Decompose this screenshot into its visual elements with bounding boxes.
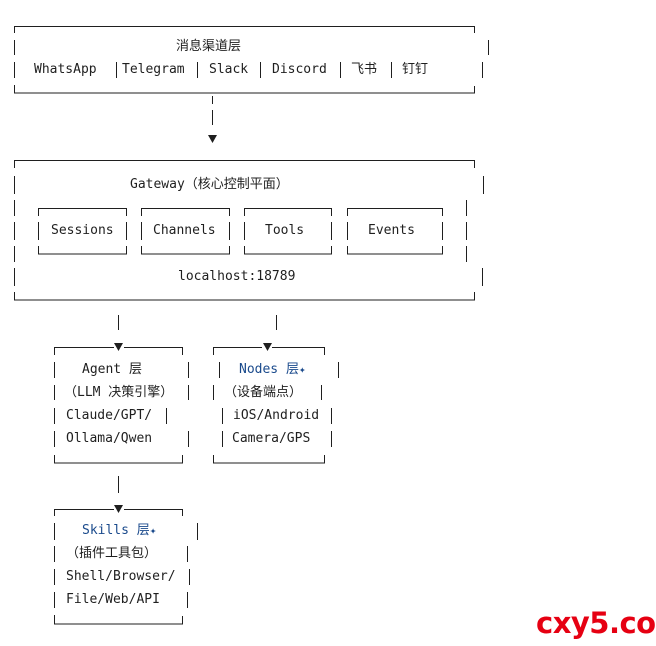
channel-discord: Discord (272, 62, 327, 77)
skills-subtitle: （插件工具包） (66, 546, 158, 561)
gateway-box (14, 160, 484, 301)
arrowhead (208, 135, 217, 143)
nodes-title-text: Nodes 层 (239, 362, 299, 377)
nodes-line-2: Camera/GPS (232, 431, 311, 446)
nodes-line-1: iOS/Android (233, 408, 320, 423)
agent-box (54, 347, 189, 464)
channel-feishu: 飞书 (351, 62, 378, 77)
gateway-module-channels: Channels (153, 223, 216, 238)
skills-box (54, 509, 198, 625)
skills-title: Skills 层✦ (82, 523, 156, 539)
nodes-subtitle: （设备端点） (224, 385, 303, 400)
channel-layer-title: 消息渠道层 (176, 39, 242, 54)
sparkle-icon: ✦ (149, 524, 157, 537)
gateway-module-tools: Tools (265, 223, 305, 238)
channel-whatsapp: WhatsApp (34, 62, 97, 77)
arrowhead (114, 343, 123, 351)
agent-line-2: Ollama/Qwen (66, 431, 153, 446)
channel-layer-box (14, 26, 489, 94)
skills-line-2: File/Web/API (66, 592, 160, 607)
skills-line-1: Shell/Browser/ (66, 569, 176, 584)
nodes-title: Nodes 层✦ (239, 362, 306, 378)
gateway-title: Gateway（核心控制平面） (130, 177, 289, 192)
agent-line-1: Claude/GPT/ (66, 408, 153, 423)
gateway-address: localhost:18789 (178, 269, 296, 284)
skills-title-text: Skills 层 (82, 523, 150, 538)
agent-subtitle: （LLM 决策引擎） (64, 385, 174, 400)
gateway-module-events: Events (368, 223, 415, 238)
arrowhead (263, 343, 272, 351)
gateway-module-sessions: Sessions (51, 223, 114, 238)
nodes-box (213, 347, 339, 464)
sparkle-icon: ✦ (298, 363, 306, 376)
channel-telegram: Telegram (122, 62, 185, 77)
channel-slack: Slack (209, 62, 249, 77)
watermark: cxy5.com (536, 606, 656, 640)
arrowhead (114, 505, 123, 513)
agent-title: Agent 层 (82, 362, 142, 377)
channel-dingtalk: 钉钉 (402, 62, 429, 77)
